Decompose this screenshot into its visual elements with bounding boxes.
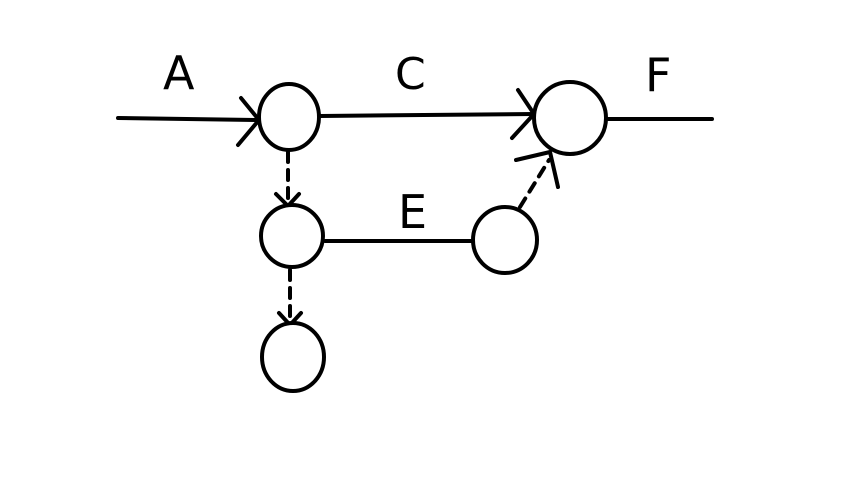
node-1 — [257, 82, 321, 152]
label-a: A — [163, 46, 195, 100]
node-5 — [260, 321, 326, 393]
node-2 — [532, 80, 608, 156]
label-e: E — [398, 185, 427, 239]
arrowhead-dummy-4-2 — [514, 150, 560, 189]
label-f: F — [645, 48, 671, 102]
node-4 — [471, 205, 539, 275]
edge-a — [116, 116, 260, 122]
edge-c — [318, 112, 536, 118]
label-c: C — [395, 49, 426, 100]
node-3 — [259, 203, 325, 269]
dummy-edge-4-2 — [518, 158, 551, 209]
